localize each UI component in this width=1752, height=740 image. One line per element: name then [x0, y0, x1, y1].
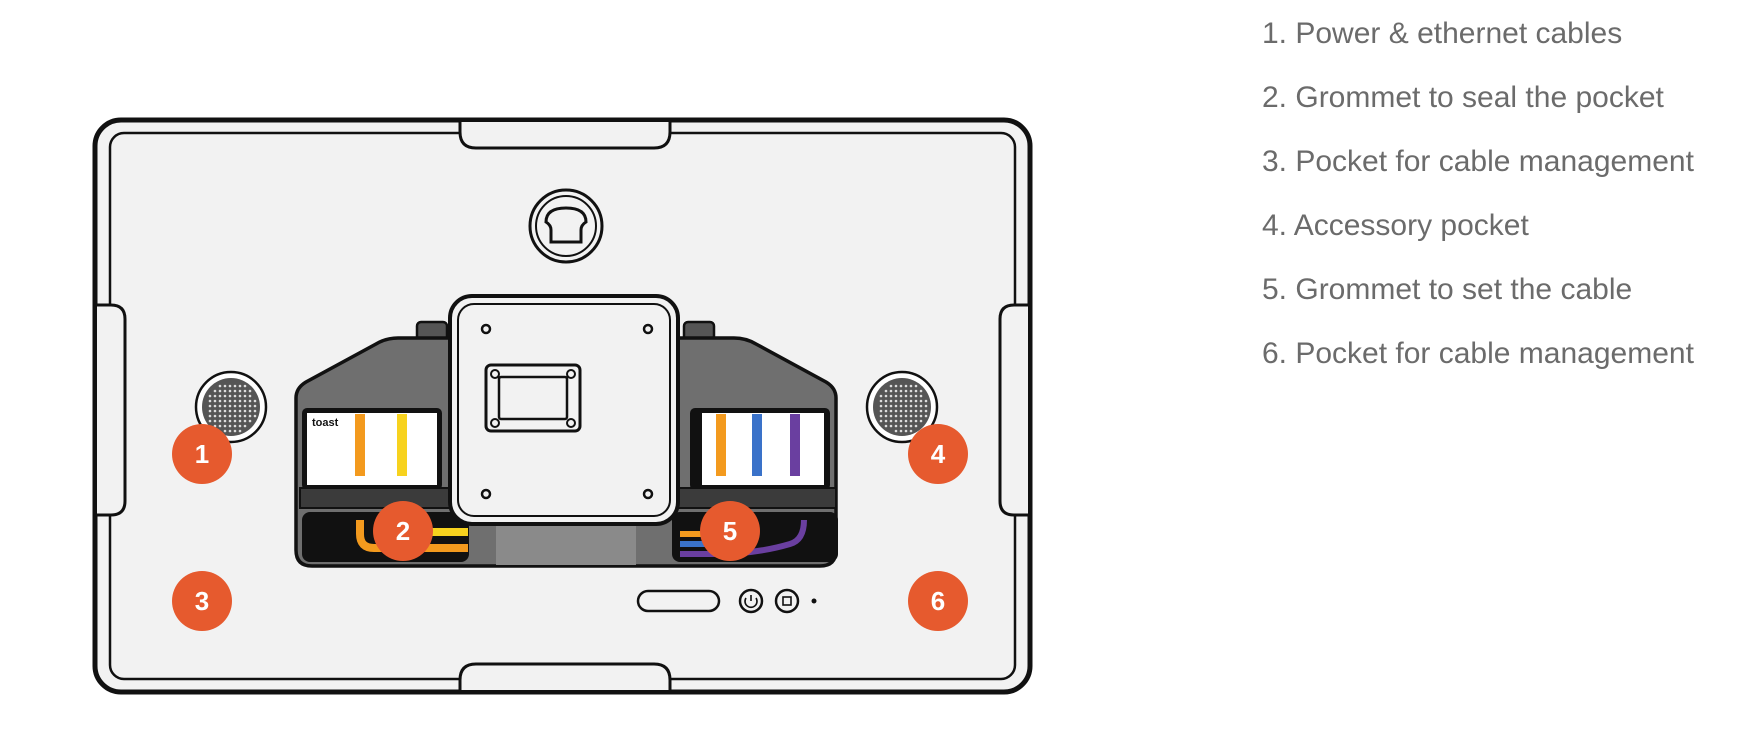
callout-3: 3	[172, 571, 232, 631]
device-back-diagram: toast	[92, 117, 1033, 695]
legend-text-1: 1. Power & ethernet cables	[1262, 17, 1623, 50]
callout-legend: 1. Power & ethernet cables 2. Grommet to…	[1262, 12, 1742, 396]
callout-1-number: 1	[195, 439, 209, 469]
toast-logo-badge	[528, 188, 604, 264]
slot-icon	[636, 589, 721, 613]
legend-item-2: 2. Grommet to seal the pocket	[1262, 76, 1742, 140]
legend-item-3: 3. Pocket for cable management	[1262, 140, 1742, 204]
vesa-mount-plate	[448, 294, 680, 526]
callout-2: 2	[373, 501, 433, 561]
legend-text-3: 3. Pocket for cable management	[1262, 145, 1694, 178]
legend-text-4: 4. Accessory pocket	[1262, 209, 1529, 242]
callout-5-number: 5	[723, 516, 737, 546]
callout-2-number: 2	[396, 516, 410, 546]
callout-3-number: 3	[195, 586, 209, 616]
indicator-dot-icon	[811, 598, 817, 604]
legend-item-6: 6. Pocket for cable management	[1262, 332, 1742, 396]
callout-4: 4	[908, 424, 968, 484]
speaker-grille-left	[194, 370, 268, 444]
legend-text-5: 5. Grommet to set the cable	[1262, 273, 1633, 306]
legend-text-2: 2. Grommet to seal the pocket	[1262, 81, 1664, 114]
callout-6: 6	[908, 571, 968, 631]
callout-4-number: 4	[931, 439, 946, 469]
legend-item-1: 1. Power & ethernet cables	[1262, 12, 1742, 76]
rotate-button-icon	[774, 588, 800, 614]
bottom-controls	[636, 588, 817, 614]
toast-label-brand: toast	[312, 417, 339, 429]
callout-1: 1	[172, 424, 232, 484]
legend-item-4: 4. Accessory pocket	[1262, 204, 1742, 268]
power-button-icon	[738, 588, 764, 614]
callout-6-number: 6	[931, 586, 945, 616]
speaker-grille-right	[865, 370, 939, 444]
legend-item-5: 5. Grommet to set the cable	[1262, 268, 1742, 332]
legend-text-6: 6. Pocket for cable management	[1262, 337, 1694, 370]
callout-5: 5	[700, 501, 760, 561]
